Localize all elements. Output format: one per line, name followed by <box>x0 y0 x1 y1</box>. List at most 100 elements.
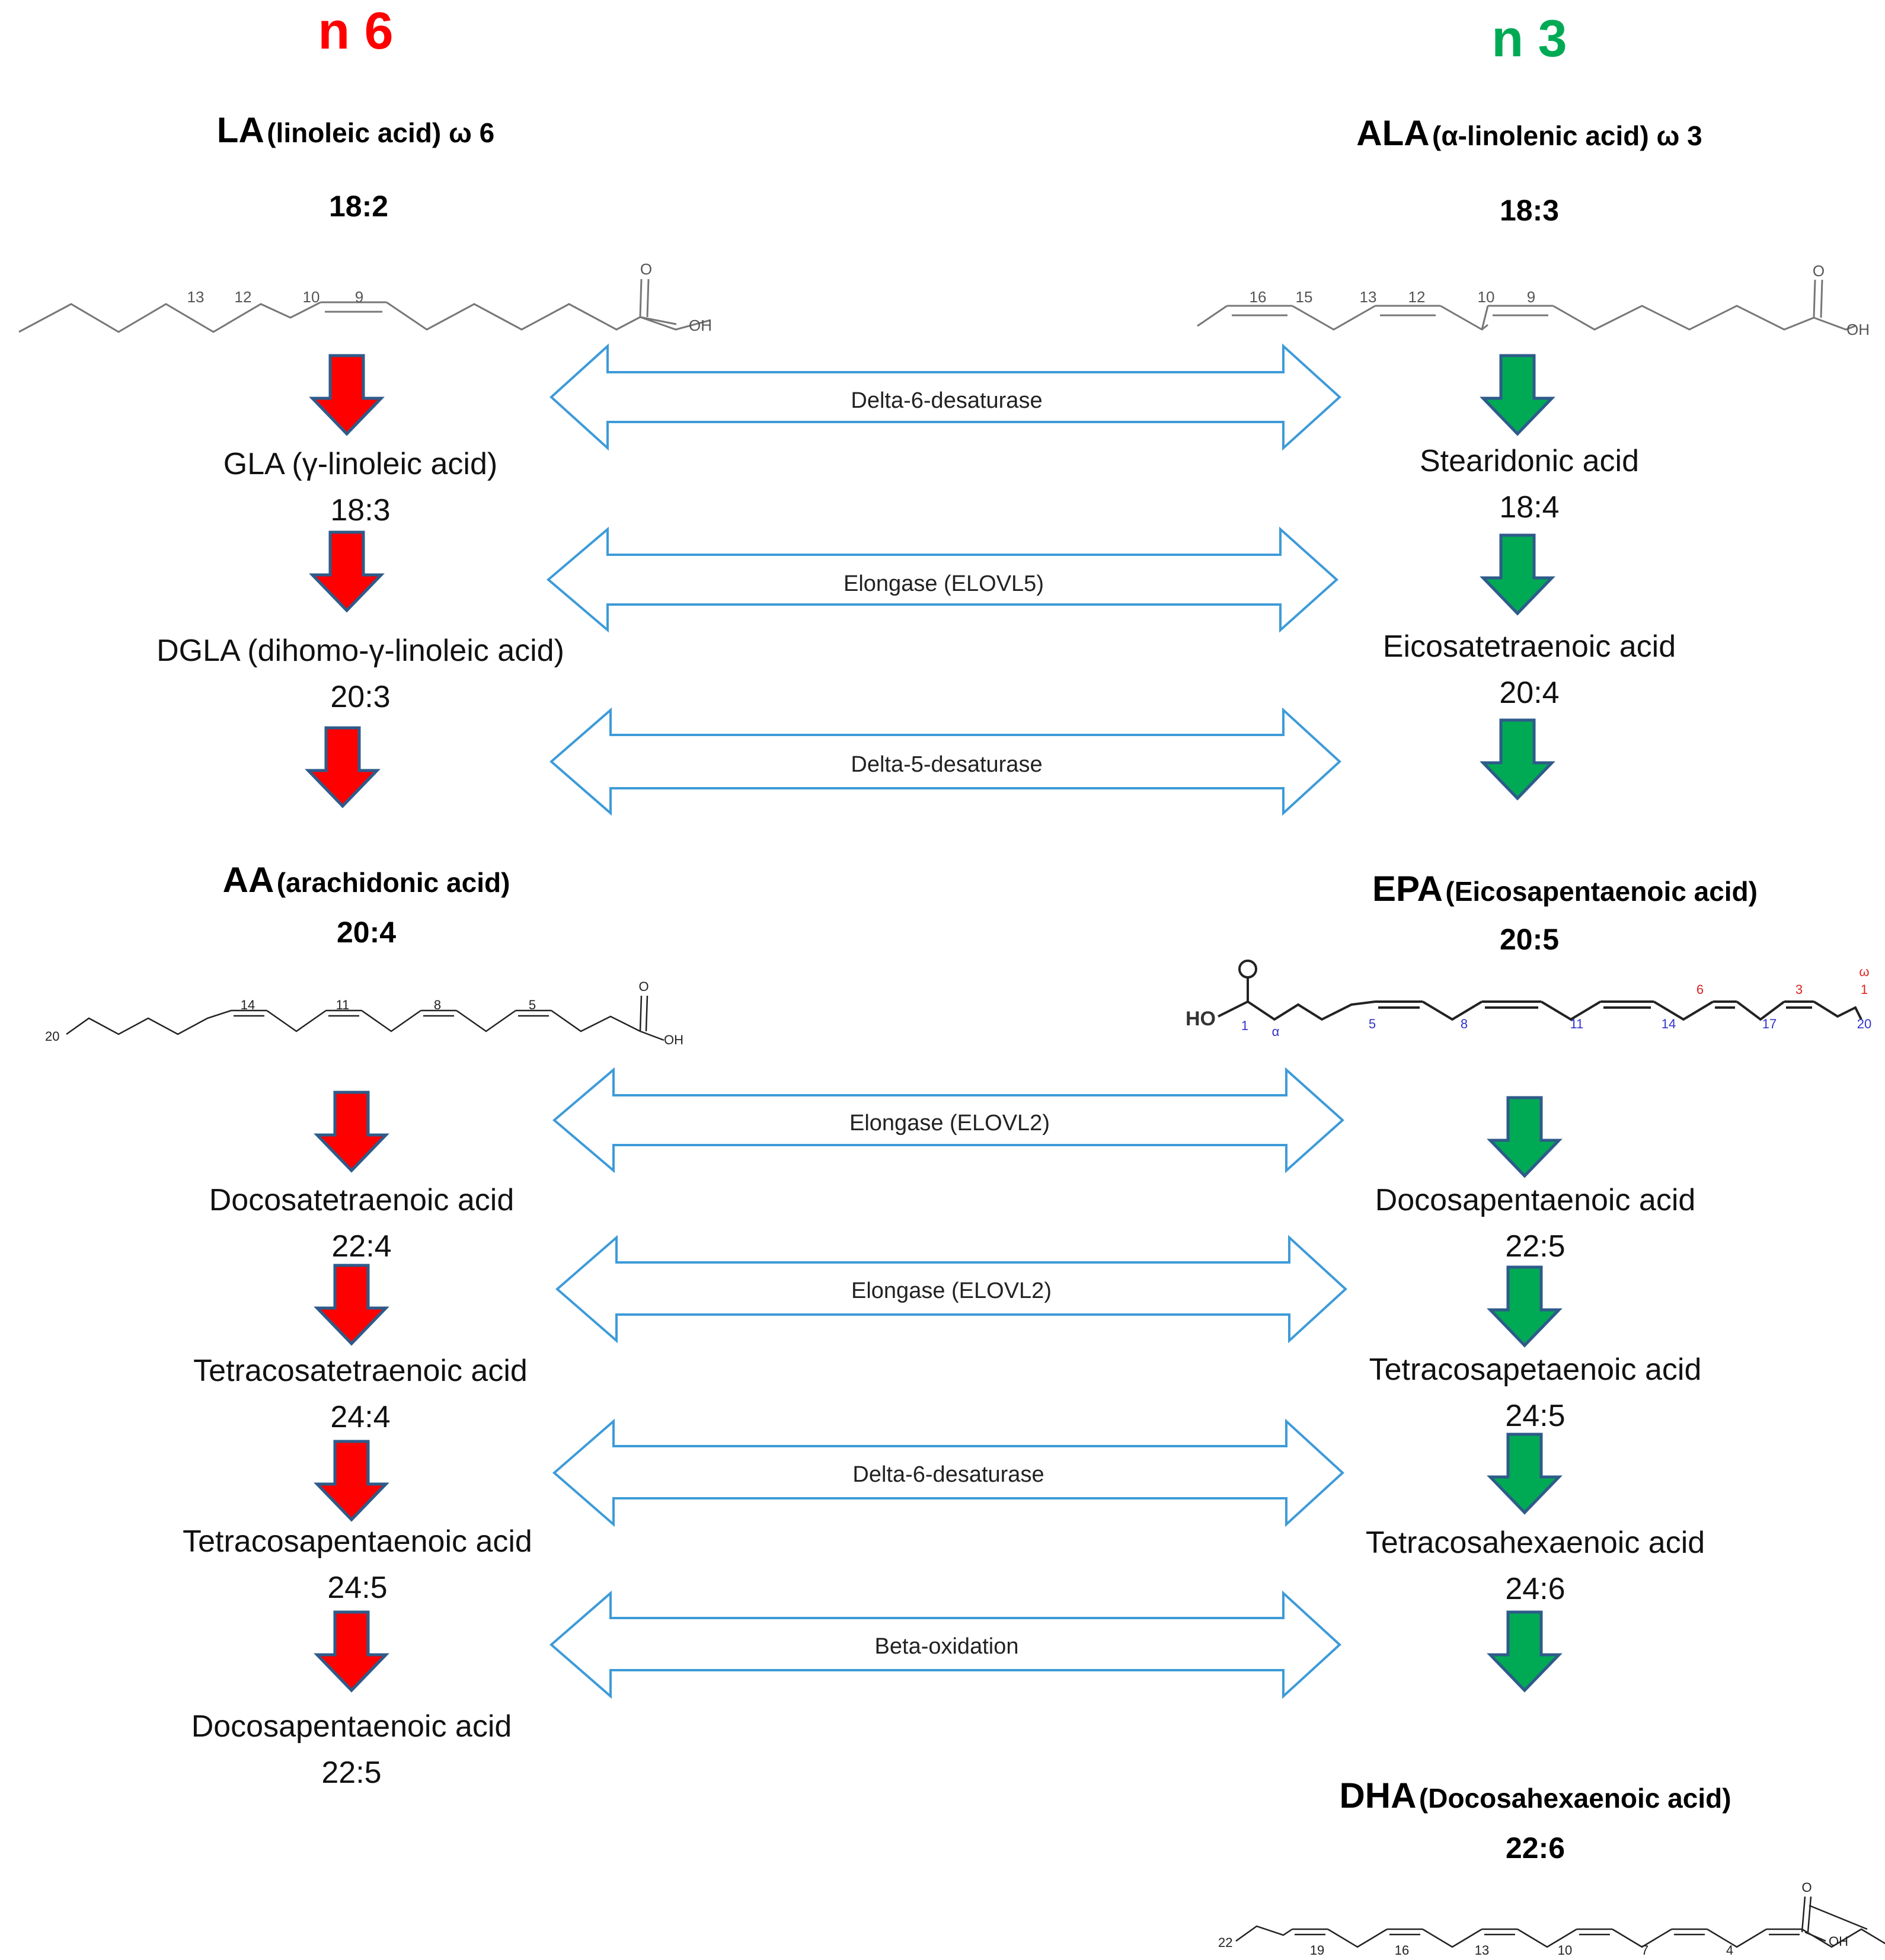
enzyme-label-4: Elongase (ELOVL2) <box>849 1111 1050 1136</box>
aa-name: (arachidonic acid) <box>277 867 510 898</box>
n6-arrow-1 <box>312 356 381 434</box>
dha-num-10: 10 <box>1558 1943 1572 1958</box>
dha-structure <box>1235 1904 1885 1948</box>
enzyme-label-7: Beta-oxidation <box>875 1634 1019 1659</box>
epa-omega-symbol: ω <box>1859 964 1869 979</box>
la-name: (linoleic acid) ω 6 <box>267 117 494 148</box>
epa-ratio: 20:5 <box>1500 923 1559 956</box>
ala-num-16: 16 <box>1250 288 1267 306</box>
ala-num-13: 13 <box>1360 288 1377 306</box>
ala-oxygen: O <box>1813 262 1825 280</box>
enzyme-label-2: Elongase (ELOVL5) <box>844 571 1044 596</box>
n3-stearidonic-ratio: 18:4 <box>1499 490 1559 525</box>
n6-docosapentaenoic-name: Docosapentaenoic acid <box>191 1709 512 1744</box>
la-num-10: 10 <box>303 288 320 306</box>
n3-arrow-2 <box>1483 535 1552 613</box>
n6-tetracosatetraenoic-ratio: 24:4 <box>330 1400 390 1434</box>
dha-name: (Docosahexaenoic acid) <box>1419 1783 1731 1814</box>
la-num-9: 9 <box>355 288 363 306</box>
n6-docosatetraenoic-ratio: 22:4 <box>331 1229 391 1264</box>
dha-heading: DHA (Docosahexaenoic acid) <box>1339 1776 1731 1815</box>
n6-dgla-ratio: 20:3 <box>330 680 390 714</box>
n6-gla-ratio: 18:3 <box>330 493 390 527</box>
aa-oxygen: O <box>638 979 648 994</box>
dha-oxygen: O <box>1801 1880 1811 1895</box>
epa-abbr: EPA <box>1372 869 1443 909</box>
n6-gla-name: GLA (γ-linoleic acid) <box>223 447 497 481</box>
enzyme-arrow-2 <box>546 526 1338 633</box>
ala-num-10: 10 <box>1478 288 1495 306</box>
n3-arrow-6 <box>1490 1434 1559 1513</box>
la-ratio: 18:2 <box>329 190 388 223</box>
n6-arrow-3 <box>308 728 377 806</box>
la-structure <box>18 279 711 333</box>
enzyme-arrow-3 <box>549 707 1341 816</box>
dha-num-13: 13 <box>1475 1943 1489 1958</box>
la-num-12: 12 <box>235 288 252 306</box>
n3-docosapentaenoic-name: Docosapentaenoic acid <box>1375 1183 1696 1217</box>
dha-hydroxyl: OH <box>1829 1934 1848 1949</box>
n3-tetracosapetaenoic-name: Tetracosapetaenoic acid <box>1369 1353 1702 1387</box>
aa-num-11: 11 <box>336 997 350 1012</box>
n6-arrow-5 <box>317 1265 386 1344</box>
n6-column-title: n 6 <box>318 1 393 60</box>
n3-stearidonic-name: Stearidonic acid <box>1420 444 1639 478</box>
enzyme-arrow-1 <box>549 343 1341 451</box>
enzyme-arrow-7 <box>549 1590 1341 1699</box>
n3-arrow-3 <box>1483 720 1552 798</box>
ala-name: (α-linolenic acid) ω 3 <box>1432 120 1702 151</box>
epa-num-17: 17 <box>1762 1016 1777 1031</box>
epa-num-alpha: α <box>1272 1024 1280 1039</box>
la-oxygen: O <box>640 260 652 278</box>
ala-num-9: 9 <box>1527 288 1535 306</box>
ala-num-15: 15 <box>1296 288 1313 306</box>
la-heading: LA (linoleic acid) ω 6 <box>217 110 494 150</box>
aa-num-8: 8 <box>434 997 441 1012</box>
n3-eicosatetraenoic-ratio: 20:4 <box>1499 676 1559 710</box>
ala-num-12: 12 <box>1408 288 1426 306</box>
n3-arrow-7 <box>1490 1612 1559 1690</box>
n6-tetracosapentaenoic-ratio: 24:5 <box>327 1571 387 1605</box>
aa-hydroxyl: OH <box>664 1032 683 1047</box>
dha-carboxyl <box>1801 1896 1826 1942</box>
epa-num-20: 20 <box>1857 1016 1871 1031</box>
la-abbr: LA <box>217 110 264 150</box>
epa-num-11: 11 <box>1570 1016 1584 1031</box>
ala-structure <box>1197 279 1856 331</box>
aa-structure <box>66 995 664 1041</box>
dha-abbr: DHA <box>1339 1776 1416 1815</box>
aa-ratio: 20:4 <box>337 916 396 949</box>
dha-num-7: 7 <box>1641 1943 1648 1958</box>
epa-num-8: 8 <box>1461 1016 1468 1031</box>
la-num-13: 13 <box>187 288 205 306</box>
enzyme-label-5: Elongase (ELOVL2) <box>851 1278 1052 1303</box>
epa-name: (Eicosapentaenoic acid) <box>1445 876 1758 907</box>
enzyme-arrow-4 <box>552 1067 1344 1174</box>
n3-arrow-1 <box>1483 356 1552 434</box>
n6-tetracosapentaenoic-name: Tetracosapentaenoic acid <box>183 1524 532 1559</box>
epa-omega-1: 1 <box>1861 982 1868 997</box>
ala-abbr: ALA <box>1356 113 1429 153</box>
n6-arrow-2 <box>312 532 381 610</box>
enzyme-label-6: Delta-6-desaturase <box>852 1462 1044 1487</box>
aa-num-20: 20 <box>45 1029 59 1044</box>
enzyme-label-1: Delta-6-desaturase <box>851 388 1042 413</box>
ala-hydroxyl: OH <box>1846 321 1870 338</box>
dha-num-16: 16 <box>1395 1943 1409 1958</box>
epa-heading: EPA (Eicosapentaenoic acid) <box>1372 869 1758 909</box>
n3-eicosatetraenoic-name: Eicosatetraenoic acid <box>1383 629 1676 664</box>
n3-arrow-4 <box>1490 1098 1559 1176</box>
n3-tetracosahexaenoic-name: Tetracosahexaenoic acid <box>1366 1526 1705 1560</box>
n3-tetracosapetaenoic-ratio: 24:5 <box>1505 1399 1565 1433</box>
aa-heading: AA (arachidonic acid) <box>223 860 510 900</box>
dha-ratio: 22:6 <box>1506 1831 1565 1865</box>
n6-docosapentaenoic-ratio: 22:5 <box>321 1756 381 1790</box>
la-hydroxyl: OH <box>689 316 712 334</box>
aa-abbr: AA <box>223 860 274 900</box>
epa-omega-6: 6 <box>1696 982 1704 997</box>
enzyme-arrow-5 <box>555 1235 1347 1344</box>
ala-heading: ALA (α-linolenic acid) ω 3 <box>1356 113 1702 153</box>
n6-tetracosatetraenoic-name: Tetracosatetraenoic acid <box>193 1354 528 1388</box>
epa-num-5: 5 <box>1369 1016 1376 1031</box>
